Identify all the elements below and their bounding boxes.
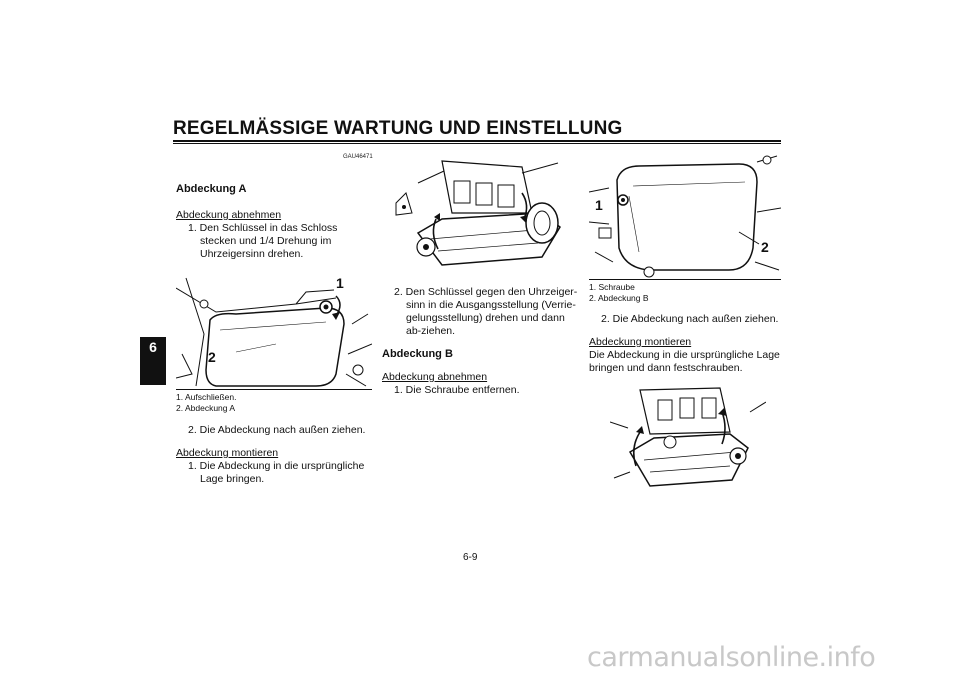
section-heading-a: Abdeckung A <box>176 183 247 195</box>
chapter-tab[interactable]: 6 <box>140 337 166 385</box>
callout-2: 2 <box>761 239 769 255</box>
step-replace-cover: 1. Die Abdeckung in die ursprüngliche La… <box>188 460 365 485</box>
caption-item: 1. Aufschließen. <box>176 392 237 402</box>
doc-code: GAU46471 <box>343 154 373 160</box>
figure-key-turn <box>382 153 578 281</box>
page-number: 6-9 <box>463 552 478 563</box>
caption-item: 2. Abdeckung B <box>589 293 649 303</box>
figure-install-b <box>610 382 766 494</box>
callout-1: 1 <box>336 275 344 291</box>
step-remove-screw: 1. Die Schraube entfernen. <box>394 384 520 396</box>
column-1-top: Abdeckung A Abdeckung abnehmen 1. Den Sc… <box>176 183 372 261</box>
column-2-text: 2. Den Schlüssel gegen den Uhrzeiger-sin… <box>382 286 578 397</box>
title-rule <box>173 140 781 142</box>
figure-cover-a: 1 2 <box>176 274 372 388</box>
figure-cover-b: 1 2 <box>589 152 781 278</box>
subheading-remove-b: Abdeckung abnehmen <box>382 371 488 383</box>
install-instruction-b: Die Abdeckung in die ursprüngliche Lage … <box>589 349 780 374</box>
section-heading-b: Abdeckung B <box>382 348 453 360</box>
column-3-text: 2. Die Abdeckung nach außen ziehen. Abde… <box>589 313 781 375</box>
subheading-remove-a: Abdeckung abnehmen <box>176 209 282 221</box>
caption-block-b: 1. Schraube 2. Abdeckung B <box>589 279 781 304</box>
caption-block-a: 1. Aufschließen. 2. Abdeckung A <box>176 389 372 414</box>
column-1-bottom: 2. Die Abdeckung nach außen ziehen. Abde… <box>176 424 372 486</box>
subheading-install-a: Abdeckung montieren <box>176 447 279 459</box>
callout-1: 1 <box>595 197 603 213</box>
step-turn-back-key: 2. Den Schlüssel gegen den Uhrzeiger-sin… <box>394 286 578 337</box>
callout-2: 2 <box>208 349 216 365</box>
page-title: REGELMÄSSIGE WARTUNG UND EINSTELLUNG <box>173 118 623 139</box>
title-rule-thin <box>173 143 781 144</box>
watermark[interactable]: carmanualsonline.info <box>587 642 876 673</box>
step-pull-cover: 2. Die Abdeckung nach außen ziehen. <box>188 424 366 436</box>
caption-item: 2. Abdeckung A <box>176 403 236 413</box>
subheading-install-b: Abdeckung montieren <box>589 336 692 348</box>
step-insert-key: 1. Den Schlüssel in das Schloss stecken … <box>188 222 338 260</box>
step-pull-cover-b: 2. Die Abdeckung nach außen ziehen. <box>601 313 779 325</box>
caption-item: 1. Schraube <box>589 282 635 292</box>
